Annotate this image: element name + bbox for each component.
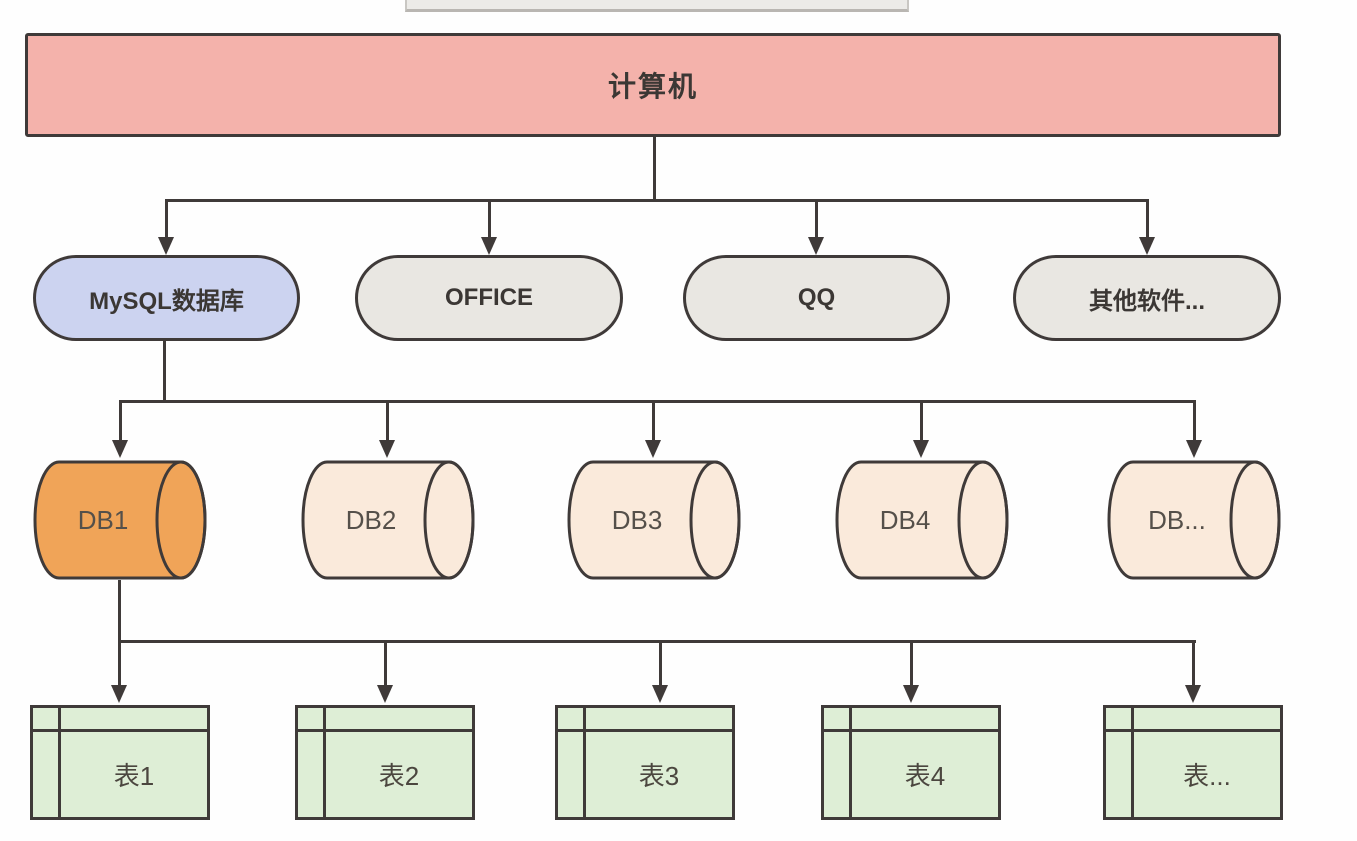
arrowhead-table2 [377,685,393,703]
node-table1-label: 表1 [113,761,155,791]
node-db3-label: DB3 [611,504,663,535]
connector-trunk-db1 [118,580,121,640]
node-table1: 表1 [30,705,210,820]
node-table3: 表3 [555,705,735,820]
arrowhead-db5 [1186,440,1202,458]
node-db1-cylinder: DB1 [33,460,207,580]
connector-bus-tables [118,640,1196,643]
table-header-divider [824,729,998,732]
arrowhead-table5 [1185,685,1201,703]
connector-drop-db1 [119,400,122,440]
arrowhead-db4 [913,440,929,458]
node-db3-cylinder: DB3 [567,460,741,580]
arrowhead-db1 [112,440,128,458]
connector-bus-databases [119,400,1196,403]
arrowhead-other [1139,237,1155,255]
node-app-office-label: OFFICE [445,284,533,311]
connector-drop-table3 [659,640,662,685]
arrowhead-table1 [111,685,127,703]
node-app-other-software-label: 其他软件... [1088,287,1205,315]
node-table2-label: 表2 [378,761,420,791]
table-column-divider [583,708,586,817]
node-computer-label: 计算机 [607,71,698,102]
node-table4-label: 表4 [904,761,946,791]
table-column-divider [1131,708,1134,817]
connector-drop-db2 [386,400,389,440]
connector-drop-table5 [1192,640,1195,685]
node-table3-label: 表3 [638,761,680,791]
node-db1-label: DB1 [77,504,129,535]
node-app-office: OFFICE [355,255,623,341]
arrowhead-mysql [158,237,174,255]
node-table2: 表2 [295,705,475,820]
connector-trunk-computer [653,137,656,201]
node-db-more-cylinder: DB... [1107,460,1281,580]
arrowhead-table3 [652,685,668,703]
connector-drop-table4 [910,640,913,685]
node-db4-label: DB4 [879,504,931,535]
connector-bus-apps [165,199,1149,202]
table-header-divider [33,729,207,732]
table-header-divider [1106,729,1280,732]
table-column-divider [323,708,326,817]
connector-drop-db3 [652,400,655,440]
connector-drop-qq [815,199,818,237]
arrowhead-office [481,237,497,255]
connector-drop-table1 [118,640,121,685]
node-db2-label: DB2 [345,504,397,535]
node-table4: 表4 [821,705,1001,820]
node-db2-cylinder: DB2 [301,460,475,580]
node-table-more-label: 表... [1183,761,1231,791]
arrowhead-qq [808,237,824,255]
node-app-qq-label: QQ [797,284,836,311]
arrowhead-db3 [645,440,661,458]
node-app-other-software: 其他软件... [1013,255,1281,341]
node-app-mysql: MySQL数据库 [33,255,300,341]
cropped-shape-top [405,0,909,12]
table-column-divider [849,708,852,817]
connector-trunk-mysql [163,341,166,403]
arrowhead-db2 [379,440,395,458]
table-header-divider [558,729,732,732]
table-header-divider [298,729,472,732]
node-db4-cylinder: DB4 [835,460,1009,580]
arrowhead-table4 [903,685,919,703]
node-db-more-label: DB... [1148,504,1206,535]
connector-drop-db5 [1193,400,1196,440]
table-column-divider [58,708,61,817]
connector-drop-db4 [920,400,923,440]
node-computer: 计算机 [25,33,1281,137]
node-app-qq: QQ [683,255,950,341]
connector-drop-table2 [384,640,387,685]
node-table-more: 表... [1103,705,1283,820]
connector-drop-mysql [165,199,168,237]
node-app-mysql-label: MySQL数据库 [89,287,244,315]
connector-drop-other [1146,199,1149,237]
connector-drop-office [488,199,491,237]
